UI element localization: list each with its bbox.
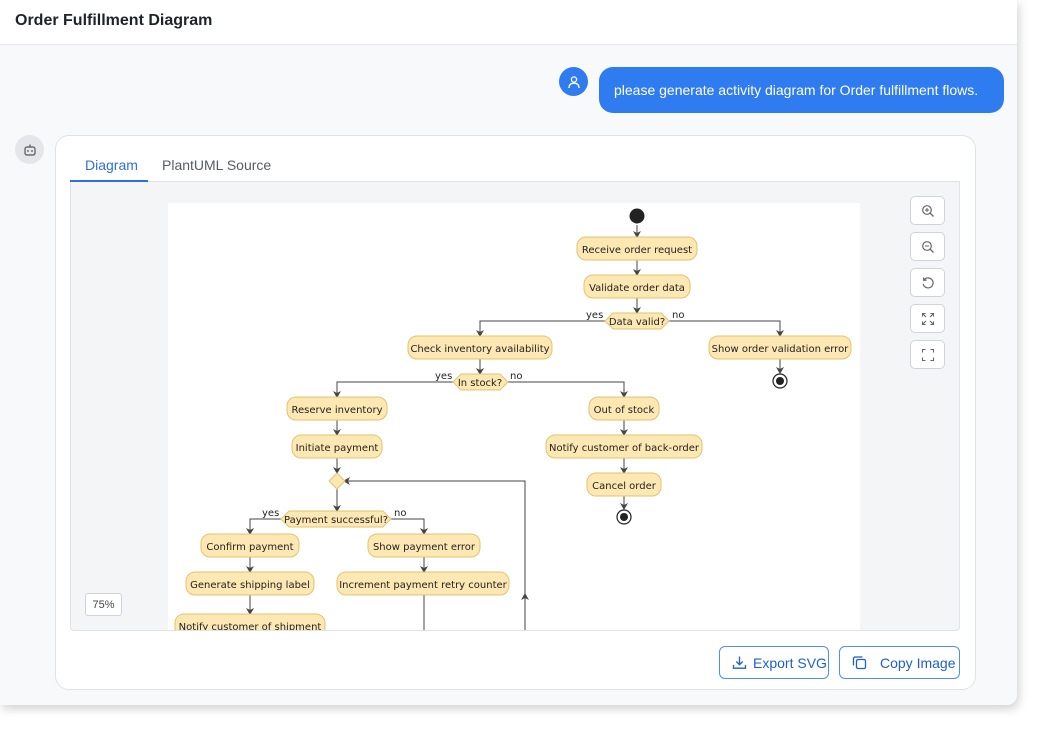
fit-icon — [921, 312, 934, 325]
activity-notify-shipment: Notify customer of shipment — [174, 613, 326, 631]
tab-plantuml-source[interactable]: PlantUML Source — [162, 157, 272, 173]
assistant-response-card: Diagram PlantUML Source — [55, 135, 976, 690]
activity-increment-retry: Increment payment retry counter — [336, 571, 510, 596]
zoom-out-icon — [921, 240, 934, 253]
activity-notify-backorder: Notify customer of back-order — [545, 434, 703, 459]
activity-initiate-payment: Initiate payment — [291, 434, 383, 459]
zoom-out-button[interactable] — [910, 232, 945, 261]
activity-label: Notify customer of shipment — [179, 622, 322, 631]
fit-to-screen-button[interactable] — [910, 304, 945, 333]
activity-receive-order: Receive order request — [576, 236, 698, 261]
activity-label: Increment payment retry counter — [339, 580, 507, 591]
fullscreen-icon — [921, 348, 934, 361]
branch-no: no — [394, 508, 406, 519]
activity-check-inventory: Check inventory availability — [407, 335, 553, 360]
page-title: Order Fulfillment Diagram — [15, 12, 213, 29]
activity-label: Check inventory availability — [410, 344, 549, 355]
decision-label: Data valid? — [609, 317, 665, 328]
final-node — [616, 509, 632, 525]
branch-yes: yes — [262, 508, 279, 519]
activity-validate-order: Validate order data — [583, 274, 691, 299]
activity-label: Validate order data — [589, 283, 685, 294]
user-message-bubble: please generate activity diagram for Ord… — [599, 67, 1004, 113]
activity-label: Generate shipping label — [190, 580, 310, 591]
zoom-in-button[interactable] — [910, 196, 945, 225]
download-icon — [732, 656, 747, 669]
activity-generate-label: Generate shipping label — [185, 571, 315, 596]
activity-cancel-order: Cancel order — [586, 472, 662, 497]
branch-no: no — [510, 371, 522, 382]
decision-payment-successful: Payment successful? — [280, 510, 392, 528]
branch-yes: yes — [586, 310, 603, 321]
initial-node — [629, 208, 645, 224]
final-node — [772, 373, 788, 389]
export-svg-label: Export SVG — [753, 655, 827, 671]
decision-label: In stock? — [458, 378, 502, 389]
activity-show-validation-error: Show order validation error — [708, 335, 852, 360]
diagram-viewport[interactable]: Receive order request Validate order dat… — [70, 182, 960, 631]
bot-avatar — [15, 135, 44, 164]
activity-label: Reserve inventory — [292, 405, 383, 416]
activity-diagram: Receive order request Validate order dat… — [174, 208, 852, 631]
activity-label: Receive order request — [582, 245, 692, 256]
merge-node — [328, 472, 346, 490]
zoom-level-indicator: 75% — [85, 593, 122, 616]
user-avatar — [559, 67, 588, 96]
activity-confirm-payment: Confirm payment — [200, 533, 300, 558]
branch-no: no — [672, 310, 684, 321]
export-svg-button[interactable]: Export SVG — [719, 646, 829, 679]
copy-icon — [852, 656, 867, 670]
diagram-canvas: Receive order request Validate order dat… — [168, 203, 860, 631]
decision-in-stock: In stock? — [452, 373, 509, 391]
tab-bar: Diagram PlantUML Source — [70, 148, 960, 182]
activity-reserve-inventory: Reserve inventory — [286, 396, 388, 421]
branch-yes: yes — [435, 371, 452, 382]
user-message-text: please generate activity diagram for Ord… — [614, 82, 979, 98]
tab-diagram[interactable]: Diagram — [85, 157, 138, 173]
robot-icon — [23, 144, 36, 156]
activity-label: Cancel order — [592, 481, 657, 492]
active-tab-indicator — [70, 180, 148, 182]
activity-out-of-stock: Out of stock — [588, 396, 660, 421]
user-icon — [567, 75, 580, 88]
activity-label: Out of stock — [594, 405, 655, 416]
activity-label: Show order validation error — [712, 344, 850, 355]
title-bar: Order Fulfillment Diagram — [0, 0, 1017, 45]
activity-label: Initiate payment — [296, 443, 379, 454]
activity-label: Show payment error — [373, 542, 476, 553]
decision-data-valid: Data valid? — [604, 312, 670, 330]
copy-image-label: Copy Image — [880, 655, 956, 671]
diagram-labels: Receive order request Validate order dat… — [174, 236, 852, 631]
activity-label: Notify customer of back-order — [549, 443, 700, 454]
fullscreen-button[interactable] — [910, 340, 945, 369]
copy-image-button[interactable]: Copy Image — [839, 646, 960, 679]
reset-view-button[interactable] — [910, 268, 945, 297]
zoom-in-icon — [921, 204, 934, 217]
app-window: Order Fulfillment Diagram please generat… — [0, 0, 1017, 690]
reset-icon — [922, 276, 934, 288]
activity-label: Confirm payment — [206, 542, 293, 553]
activity-show-payment-error: Show payment error — [367, 533, 481, 558]
decision-label: Payment successful? — [284, 515, 388, 526]
